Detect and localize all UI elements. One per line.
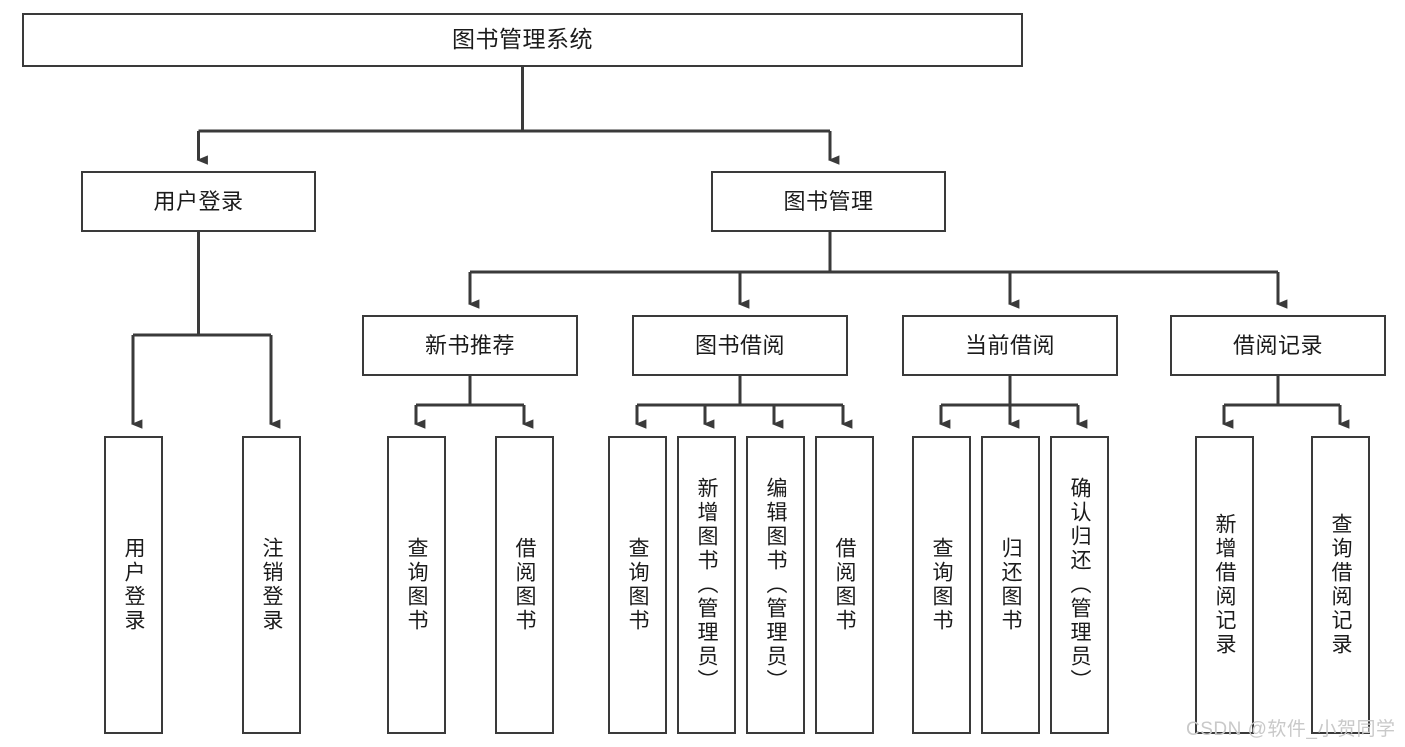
node-label: 借阅图书 (513, 537, 536, 633)
leaf-user-login[interactable]: 用户登录 (104, 436, 163, 734)
node-label: 新增借阅记录 (1213, 513, 1236, 657)
node-label: 用户登录 (122, 537, 145, 633)
leaf-query-book-current[interactable]: 查询图书 (912, 436, 971, 734)
node-label: 确认归还（管理员） (1068, 477, 1091, 693)
node-label: 借阅图书 (833, 537, 856, 633)
leaf-add-borrow-record[interactable]: 新增借阅记录 (1195, 436, 1254, 734)
node-book-borrow[interactable]: 图书借阅 (632, 315, 848, 376)
node-label: 查询借阅记录 (1329, 513, 1352, 657)
leaf-confirm-return-admin[interactable]: 确认归还（管理员） (1050, 436, 1109, 734)
node-borrow-record[interactable]: 借阅记录 (1170, 315, 1386, 376)
node-user-login[interactable]: 用户登录 (81, 171, 316, 232)
node-label: 图书管理 (783, 188, 874, 214)
node-root-book-management-system[interactable]: 图书管理系统 (22, 13, 1023, 67)
leaf-borrow-book[interactable]: 借阅图书 (815, 436, 874, 734)
node-label: 新增图书（管理员） (695, 477, 718, 693)
node-new-book-recommend[interactable]: 新书推荐 (362, 315, 578, 376)
node-label: 借阅记录 (1232, 332, 1323, 358)
node-label: 编辑图书（管理员） (764, 477, 787, 693)
node-label: 新书推荐 (424, 332, 515, 358)
node-label: 归还图书 (999, 537, 1022, 633)
leaf-query-book-recommend[interactable]: 查询图书 (387, 436, 446, 734)
leaf-query-borrow-record[interactable]: 查询借阅记录 (1311, 436, 1370, 734)
node-label: 图书借阅 (694, 332, 785, 358)
node-label: 注销登录 (260, 537, 283, 633)
leaf-add-book-admin[interactable]: 新增图书（管理员） (677, 436, 736, 734)
leaf-edit-book-admin[interactable]: 编辑图书（管理员） (746, 436, 805, 734)
node-label: 查询图书 (626, 537, 649, 633)
node-label: 查询图书 (930, 537, 953, 633)
leaf-logout[interactable]: 注销登录 (242, 436, 301, 734)
leaf-return-book[interactable]: 归还图书 (981, 436, 1040, 734)
node-book-management[interactable]: 图书管理 (711, 171, 946, 232)
leaf-borrow-book-recommend[interactable]: 借阅图书 (495, 436, 554, 734)
node-label: 用户登录 (153, 188, 244, 214)
node-label: 图书管理系统 (452, 26, 593, 53)
watermark: CSDN @软件_小贺同学 (1186, 719, 1396, 740)
node-label: 查询图书 (405, 537, 428, 633)
leaf-query-book-borrow[interactable]: 查询图书 (608, 436, 667, 734)
node-current-borrow[interactable]: 当前借阅 (902, 315, 1118, 376)
node-label: 当前借阅 (964, 332, 1055, 358)
